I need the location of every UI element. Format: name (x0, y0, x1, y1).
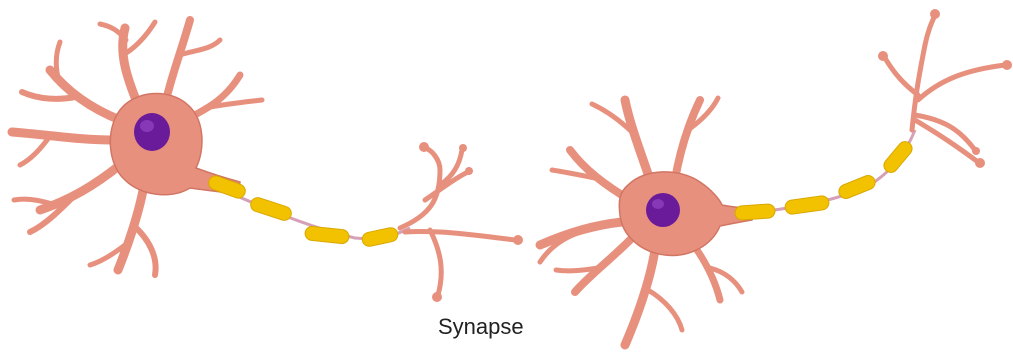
right-terminal-buttons (878, 9, 1012, 168)
right-neuron (540, 9, 1012, 345)
right-cell-body (619, 172, 752, 256)
left-axon (207, 174, 410, 248)
left-axon-terminals (400, 148, 515, 295)
left-nucleus (134, 113, 170, 151)
left-nucleus-highlight (140, 120, 154, 132)
right-nucleus-highlight (652, 199, 664, 209)
right-nucleus (646, 193, 680, 227)
right-myelin-sheath (735, 139, 915, 221)
right-axon (735, 130, 915, 220)
left-neuron (12, 20, 523, 302)
left-myelin-sheath (207, 174, 399, 248)
synapse-label: Synapse (438, 314, 524, 340)
left-terminal-buttons (419, 142, 523, 302)
right-axon-terminals (885, 15, 1005, 162)
